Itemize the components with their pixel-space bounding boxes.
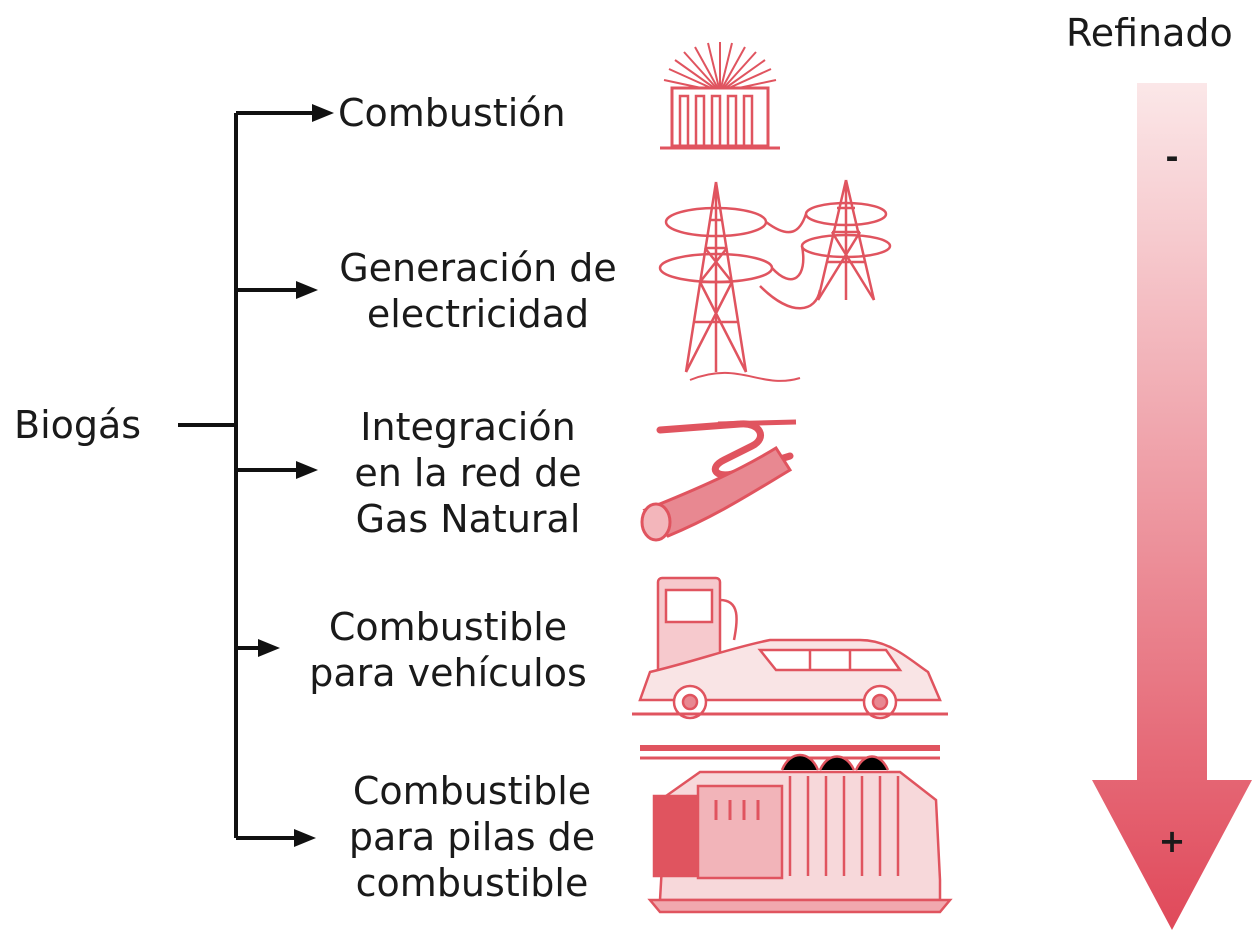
use-label-gas-grid: Integración en la red de Gas Natural	[354, 405, 582, 541]
use-label-fuel-cells: Combustible para pilas de combustible	[348, 769, 596, 905]
scale-bottom-sign: +	[1158, 822, 1186, 860]
arrowhead-fuel-cells	[294, 829, 316, 847]
arrowhead-gas-grid	[296, 461, 318, 479]
arrowhead-combustion	[312, 104, 334, 122]
connector-tree	[178, 111, 312, 840]
scale-title: Refinado	[1066, 11, 1233, 55]
car-fuel-icon	[632, 576, 948, 720]
pipeline-icon	[640, 419, 797, 542]
arrowhead-electricity	[296, 281, 318, 299]
fuel-cell-icon	[640, 745, 953, 914]
arrowhead-vehicles	[258, 639, 280, 657]
use-label-combustion: Combustión	[338, 91, 566, 135]
refinement-arrow	[1092, 83, 1252, 930]
source-label: Biogás	[14, 403, 142, 447]
use-label-electricity: Generación de electricidad	[339, 246, 617, 336]
power-tower-icon	[658, 179, 892, 382]
scale-top-sign: -	[1165, 138, 1179, 176]
connector-arrowheads	[258, 104, 334, 847]
use-label-vehicles: Combustible para vehículos	[309, 605, 587, 695]
heater-icon	[660, 42, 780, 150]
